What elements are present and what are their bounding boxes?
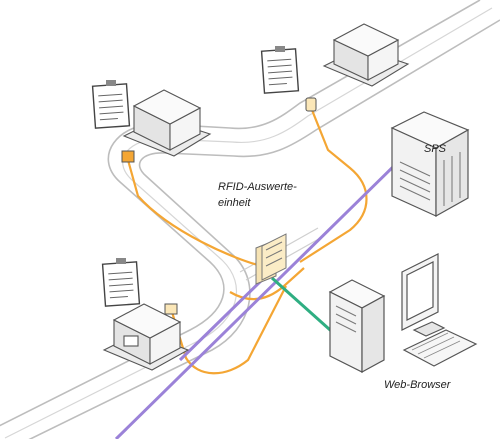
document-bottom-clip	[116, 258, 126, 264]
rfid-unit-front	[261, 233, 287, 281]
document-bottom-sheet	[101, 261, 141, 307]
document-bottom	[101, 258, 141, 307]
pc-tower-side	[361, 294, 385, 374]
machine-top-roof	[332, 23, 400, 57]
reader-top	[305, 97, 317, 112]
machine-middle-roof	[132, 89, 202, 125]
machine-bottom-roof	[112, 303, 182, 339]
purple-line-to-rfid	[178, 274, 268, 362]
track-inner-edge	[28, 19, 500, 439]
reader-bottom	[164, 303, 178, 315]
track-outer-edge	[0, 0, 481, 427]
machine-top	[322, 23, 410, 87]
document-middle-clip	[106, 80, 116, 86]
document-top-sheet	[260, 48, 300, 94]
orange-cable-loop	[229, 267, 305, 301]
document-middle	[91, 80, 131, 129]
document-middle-sheet	[91, 83, 131, 129]
sps-cabinet	[390, 111, 470, 218]
rfid-readers	[121, 97, 317, 315]
rfid-evaluation-unit	[255, 233, 287, 285]
web-browser-pc	[328, 253, 478, 374]
pc-monitor-screen	[406, 261, 434, 321]
orange-cable-bottom-reader	[170, 285, 287, 375]
orange-cable-left-reader	[126, 159, 263, 268]
document-top	[260, 46, 300, 94]
document-top-clip	[275, 46, 285, 52]
rfid-unit-detail-2	[265, 249, 283, 259]
machine-middle	[122, 89, 212, 157]
rfid-unit-label-line1: RFID-Auswerte-	[218, 181, 297, 193]
web-browser-label: Web-Browser	[384, 379, 452, 391]
machine-bottom	[102, 303, 190, 371]
purple-network	[114, 158, 402, 439]
rfid-unit-detail-3	[265, 257, 283, 267]
pc-monitor-stand	[412, 321, 446, 337]
track-lane-1	[4, 7, 493, 439]
sps-label: SPS	[424, 143, 447, 155]
machine-bottom-panel	[123, 335, 139, 347]
rfid-unit-detail-1	[265, 241, 283, 251]
reader-left	[121, 150, 135, 163]
orange-cables	[126, 109, 368, 375]
pc-keyboard	[402, 329, 478, 367]
rfid-unit-label-line2: einheit	[218, 197, 251, 209]
purple-line-main	[114, 158, 402, 439]
orange-cable-top-reader	[299, 109, 368, 263]
